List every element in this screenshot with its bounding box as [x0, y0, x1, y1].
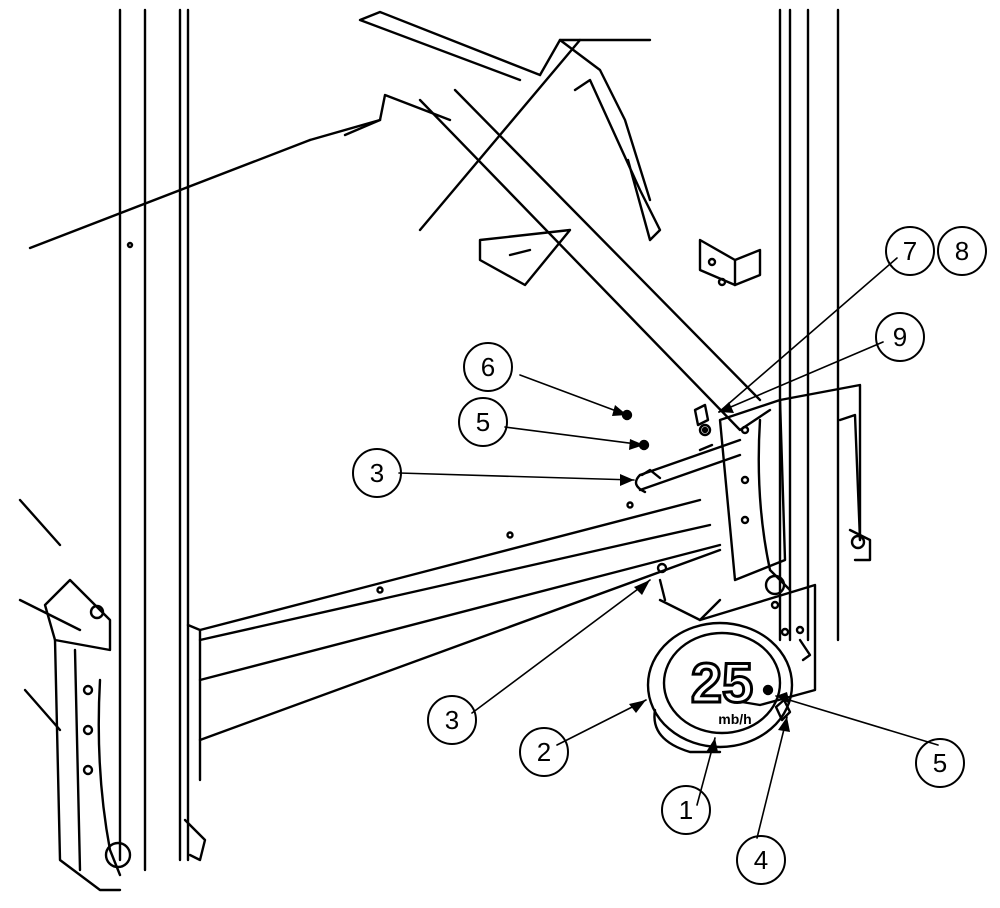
decal-oval [646, 621, 794, 754]
callout-7-circle [885, 226, 935, 276]
callout-2-label: 2 [537, 737, 551, 767]
callout-8-label: 8 [955, 236, 969, 266]
callout-1-label: 1 [679, 795, 693, 825]
back-panel [28, 10, 772, 432]
callout-5-right-label: 5 [933, 748, 947, 778]
callout-8-circle [937, 226, 987, 276]
callout-3-upper-circle [352, 448, 402, 498]
front-crossbar [198, 498, 722, 742]
callout-4-label: 4 [754, 845, 768, 875]
decal-number: 25 [691, 651, 753, 714]
decal-bracket [698, 583, 817, 707]
arrowheads [612, 402, 790, 752]
callout-3-lower-circle [427, 695, 477, 745]
leader-lines [398, 257, 939, 839]
callout-3-lower-label: 3 [445, 705, 459, 735]
left-side-panel [18, 498, 82, 732]
callout-3-upper-label: 3 [370, 458, 384, 488]
left-foot-bracket [43, 578, 207, 892]
callout-6-label: 6 [481, 352, 495, 382]
left-post [118, 8, 190, 872]
decal-text: 25 mb/h [689, 650, 754, 728]
callout-4-circle [736, 835, 786, 885]
callout-5-upper-label: 5 [476, 407, 490, 437]
callout-9-circle [875, 312, 925, 362]
callout-2-circle [519, 727, 569, 777]
right-post [778, 8, 840, 642]
right-frame-plate [718, 383, 872, 596]
callout-circles [352, 226, 987, 885]
callout-labels: 1 2 3 3 4 5 5 6 7 8 9 [370, 236, 969, 875]
callout-5-upper-circle [458, 397, 508, 447]
callout-7-label: 7 [903, 236, 917, 266]
callout-1-circle [661, 785, 711, 835]
callout-5-right-circle [915, 738, 965, 788]
angle-bracket [698, 238, 762, 287]
callout-9-label: 9 [893, 322, 907, 352]
square-plate [478, 228, 572, 287]
callout-6-circle [463, 342, 513, 392]
decal-subtext: mb/h [718, 711, 751, 727]
